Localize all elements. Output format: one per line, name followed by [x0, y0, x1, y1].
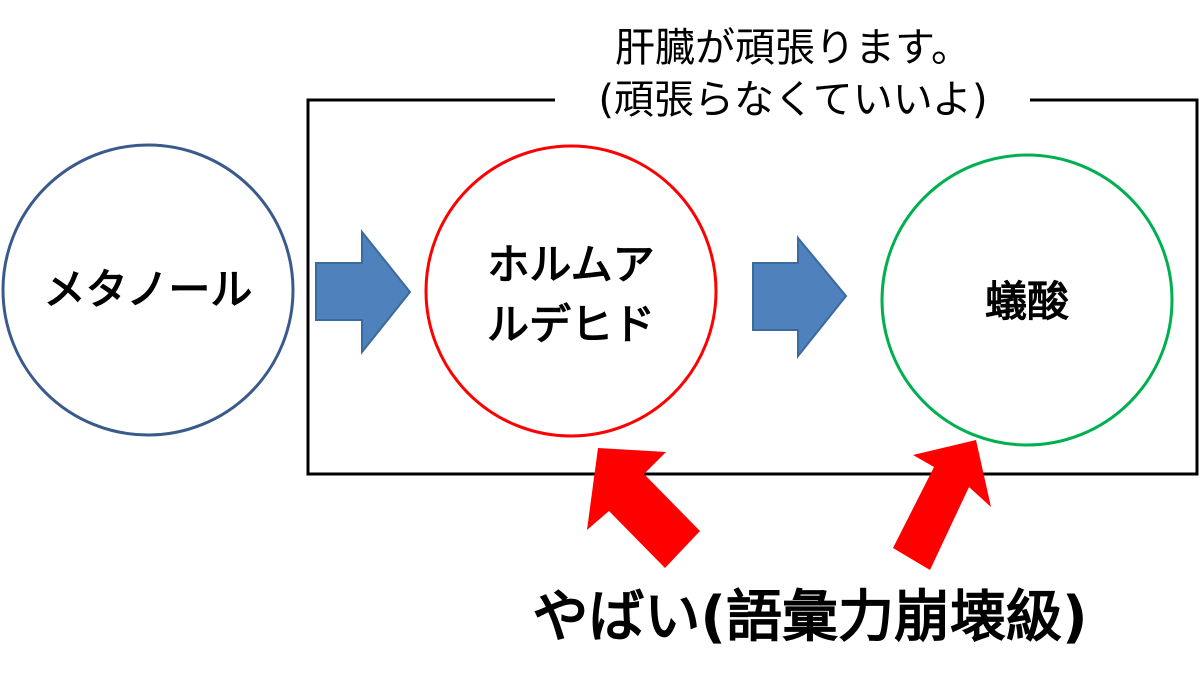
- formaldehyde-label-line2: ルデヒド: [486, 300, 655, 349]
- box-caption-line2: (頑張らなくていいよ): [598, 77, 988, 123]
- methanol-circle: [1, 143, 295, 437]
- formaldehyde-label-line1: ホルムア: [487, 240, 655, 289]
- danger-arrow-to-formaldehyde: [587, 448, 700, 568]
- flow-arrow-methanol-to-formaldehyde: [315, 229, 412, 355]
- danger-arrow-to-formic-acid: [893, 440, 991, 570]
- methanol-label: メタノール: [43, 265, 253, 314]
- bottom-caption: やばい(語彙力崩壊級): [532, 585, 1088, 650]
- liver-box: [306, 98, 1199, 476]
- formic-acid-circle: [880, 153, 1174, 447]
- formic-acid-label: 蟻酸: [984, 277, 1069, 326]
- formaldehyde-circle: [424, 144, 718, 438]
- box-caption-line1: 肝臓が頑張ります。: [615, 25, 971, 71]
- flow-arrow-formaldehyde-to-formic-acid: [752, 235, 848, 359]
- liver-box-border: [306, 98, 1199, 476]
